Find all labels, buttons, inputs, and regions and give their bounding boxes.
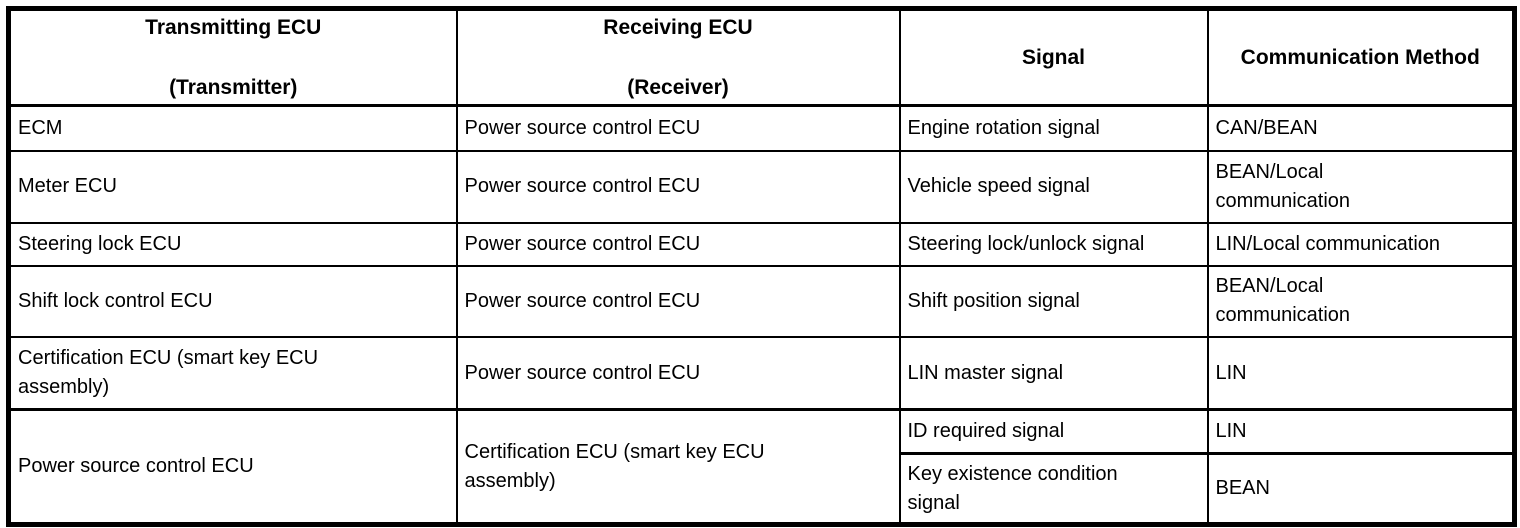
cell-signal: Steering lock/unlock signal <box>898 221 1209 267</box>
table-header-row: Transmitting ECU (Transmitter) Receiving… <box>7 7 1516 108</box>
cell-transmitter: Steering lock ECU <box>7 221 458 267</box>
cell-method: LIN/Local communication <box>1206 221 1516 267</box>
cell-method: BEAN/Local communication <box>1206 264 1516 338</box>
cell-method: BEAN/Local communication <box>1206 149 1516 224</box>
cell-signal: Engine rotation signal <box>898 104 1209 152</box>
cell-receiver: Power source control ECU <box>455 104 901 152</box>
header-receiving-ecu: Receiving ECU (Receiver) <box>455 7 901 108</box>
table-row-ecm: ECM Power source control ECU Engine rota… <box>7 104 1516 152</box>
ecu-communication-table: Transmitting ECU (Transmitter) Receiving… <box>6 6 1517 528</box>
header-signal: Signal <box>898 7 1209 108</box>
cell-signal: Vehicle speed signal <box>898 149 1209 224</box>
table-row-steering-lock-ecu: Steering lock ECU Power source control E… <box>7 221 1516 267</box>
cell-method: CAN/BEAN <box>1206 104 1516 152</box>
cell-method: LIN <box>1206 335 1516 411</box>
cell-method: BEAN <box>1206 452 1516 526</box>
cell-transmitter: ECM <box>7 104 458 152</box>
cell-transmitter: Certification ECU (smart key ECU assembl… <box>7 335 458 411</box>
cell-receiver: Power source control ECU <box>455 149 901 224</box>
cell-signal: LIN master signal <box>898 335 1209 411</box>
header-communication-method: Communication Method <box>1206 7 1516 108</box>
cell-receiver: Power source control ECU <box>455 264 901 338</box>
cell-transmitter: Power source control ECU <box>7 408 458 526</box>
cell-signal: Key existence condition signal <box>898 452 1209 526</box>
cell-receiver: Certification ECU (smart key ECU assembl… <box>455 408 901 526</box>
cell-transmitter: Shift lock control ECU <box>7 264 458 338</box>
table-row-power-source-control-ecu: Power source control ECU Certification E… <box>7 408 1516 526</box>
table-row-meter-ecu: Meter ECU Power source control ECU Vehic… <box>7 149 1516 224</box>
cell-transmitter: Meter ECU <box>7 149 458 224</box>
header-transmitting-ecu: Transmitting ECU (Transmitter) <box>7 7 458 108</box>
table-subrow-key-existence: Key existence condition signal BEAN <box>9 452 1516 526</box>
cell-signal: ID required signal <box>898 408 1209 455</box>
table-row-certification-ecu: Certification ECU (smart key ECU assembl… <box>7 335 1516 411</box>
cell-method: LIN <box>1206 408 1516 455</box>
table-row-shift-lock-control-ecu: Shift lock control ECU Power source cont… <box>7 264 1516 338</box>
cell-receiver: Power source control ECU <box>455 335 901 411</box>
cell-signal: Shift position signal <box>898 264 1209 338</box>
cell-receiver: Power source control ECU <box>455 221 901 267</box>
